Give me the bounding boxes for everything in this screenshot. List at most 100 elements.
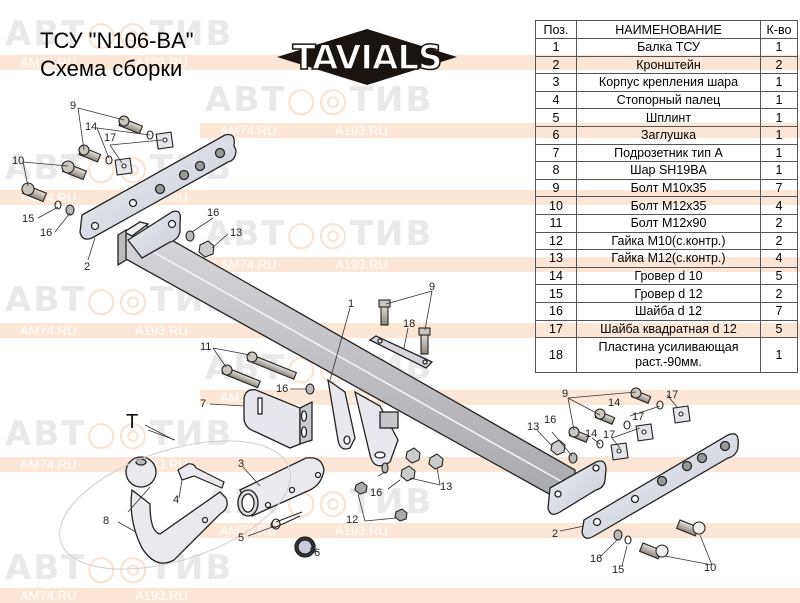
callout-4: 4 [173, 494, 179, 506]
washer-icon [381, 462, 389, 474]
callout-16: 16 [40, 227, 52, 239]
cell-name: Гайка М12(с.контр.) [576, 249, 761, 268]
callout-15: 15 [22, 213, 34, 225]
callout-9: 9 [70, 100, 76, 112]
part-2-left-bracket [79, 133, 237, 259]
bolt-m10-icon [568, 426, 590, 443]
cell-pos: 13 [535, 249, 577, 268]
grover-washer-icon [624, 535, 632, 545]
part-8-tow-ball [125, 456, 228, 564]
callout-7: 7 [200, 398, 206, 410]
callout-11: 11 [200, 341, 211, 353]
square-washers [114, 131, 691, 461]
nut-icon [198, 240, 215, 258]
nut-icon [550, 439, 566, 456]
square-washer-icon [610, 442, 629, 461]
header-qty: К-во [760, 20, 798, 39]
part-7-socket-plate [243, 389, 313, 449]
cell-pos: 18 [535, 337, 577, 374]
bolt-m10-icon [118, 115, 144, 135]
center-mount-brackets [327, 378, 399, 467]
nut-icon [405, 447, 421, 464]
callout-14: 14 [585, 428, 597, 440]
callout-12: 12 [346, 514, 358, 526]
callout-16: 16 [276, 383, 288, 395]
cell-name: Шар SH19BA [576, 161, 761, 180]
bolt-m12-icon [61, 160, 88, 181]
grover-washer-icon [54, 200, 62, 210]
title-subtitle: Схема сборки [40, 56, 183, 81]
washer-icon [568, 452, 578, 464]
bolt-m10-icon [594, 408, 616, 425]
callout-18: 18 [403, 318, 415, 330]
bolt-m10-icon [378, 299, 391, 326]
bolts [21, 115, 706, 560]
washer-icon [613, 529, 623, 541]
callout-15: 15 [612, 564, 624, 576]
part-4-locking-pin [177, 463, 225, 489]
callout-10: 10 [12, 155, 24, 167]
cell-name: Болт М12х90 [576, 213, 761, 233]
table-header-row: Поз. НАИМЕНОВАНИЕ К-во [535, 20, 798, 39]
callout-16: 16 [544, 414, 556, 426]
part-1-beam [117, 221, 576, 501]
callout-9: 9 [562, 388, 568, 400]
callout-labels: 9 14 17 10 15 16 2 16 13 1 9 18 11 16 7 … [12, 100, 716, 576]
part-3-ball-housing [237, 457, 325, 517]
bolt-m10-icon [78, 144, 102, 163]
bolt-m12x90-icon [221, 364, 261, 389]
cell-name: Гайка М10(с.контр.) [576, 231, 761, 251]
cell-name: Балка ТСУ [576, 38, 761, 57]
bolt-m12-icon [21, 182, 48, 203]
grover-washer-icon [656, 400, 664, 410]
title-model: ТСУ "N106-BA" [40, 28, 194, 53]
small-hardware [54, 130, 664, 545]
part-2-right-bracket [547, 433, 739, 539]
grover-washer-icon [623, 420, 631, 430]
callout-17: 17 [603, 429, 615, 441]
callout-13: 13 [527, 421, 539, 433]
cell-name: Гровер d 12 [576, 284, 761, 303]
leader-lines [22, 107, 713, 567]
bolt-m10-icon [418, 327, 431, 355]
cell-name: Пластина усиливающая раст.-90мм. [576, 337, 761, 374]
nut-icon [400, 465, 416, 482]
tavials-logo: TAVIALS [277, 29, 457, 85]
callout-16: 16 [590, 553, 602, 565]
cell-name: Болт М10х35 [576, 178, 761, 198]
cell-qty: 1 [760, 73, 798, 92]
washer-icon [185, 230, 195, 242]
callout-5: 5 [238, 532, 244, 544]
kit-outline-ellipse [59, 440, 291, 570]
callout-16: 16 [370, 487, 382, 499]
logo-text: TAVIALS [293, 38, 442, 78]
header-pos: Поз. [535, 20, 577, 39]
part-5-split-pin [270, 511, 303, 530]
square-washer-icon [114, 157, 133, 176]
nut-icon [428, 453, 444, 470]
washer-icon [65, 204, 75, 216]
square-washer-icon [672, 405, 691, 424]
diagram-title: ТСУ "N106-BA" Схема сборки [40, 27, 194, 83]
square-washer-icon [635, 423, 654, 442]
callout-9: 9 [429, 281, 435, 293]
callout-1: 1 [348, 298, 354, 310]
cell-qty: 1 [760, 337, 798, 374]
callout-6: 6 [314, 547, 320, 559]
bolt-m12x90-icon [246, 351, 298, 380]
part-18-reinforcing-plate [368, 335, 434, 369]
callout-2: 2 [84, 261, 90, 273]
nut-icon [394, 508, 408, 522]
